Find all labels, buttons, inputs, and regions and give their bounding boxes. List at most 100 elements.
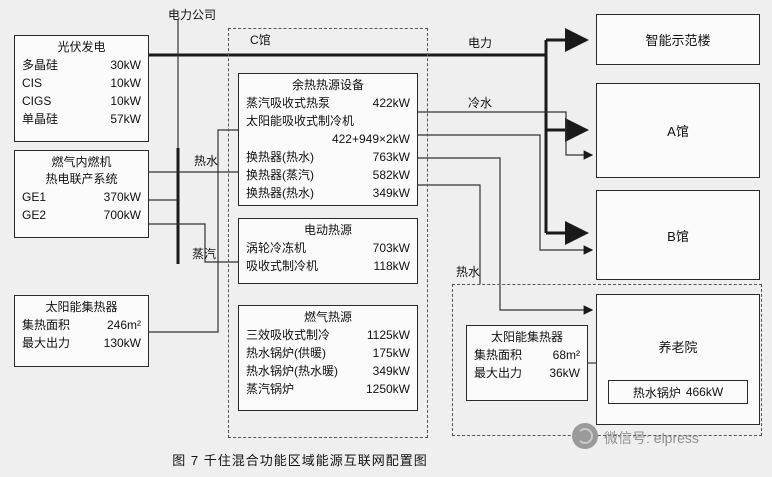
electric-heat-row: 吸收式制冷机 118kW: [239, 257, 417, 275]
item-name: 最大出力: [474, 366, 523, 380]
item-value: 118kW: [373, 259, 410, 273]
item-value: 582kW: [372, 168, 410, 182]
hot-water-zone-dashed-box: [452, 284, 762, 436]
c-hall-label: C馆: [250, 33, 271, 47]
item-value: 130kW: [103, 336, 141, 350]
gas-heat-row: 蒸汽锅炉 1250kW: [239, 380, 417, 398]
item-name: 热水锅炉: [632, 385, 681, 400]
item-value: 68m²: [552, 348, 580, 362]
item-value: 370kW: [103, 190, 141, 204]
item-name: 换热器(热水): [246, 186, 314, 200]
item-name: 热水锅炉(供暖): [246, 346, 326, 360]
item-name: 蒸汽吸收式热泵: [246, 96, 331, 110]
chp-row: GE2 700kW: [15, 206, 148, 224]
pv-row: 单晶硅 57kW: [15, 110, 148, 128]
item-name: 涡轮冷冻机: [246, 241, 307, 255]
chp-row: GE1 370kW: [15, 188, 148, 206]
hot-water-zone-label: 热水: [456, 265, 481, 279]
a-hall-box: A馆: [596, 83, 760, 178]
pv-title: 光伏发电: [57, 40, 106, 54]
gas-heat-row: 热水锅炉(供暖) 175kW: [239, 344, 417, 362]
item-name: 集热面积: [474, 348, 523, 362]
item-value: 36kW: [549, 366, 580, 380]
item-value: 422+949×2kW: [331, 132, 410, 146]
c-hall-dashed-box: [228, 28, 428, 438]
item-value: 246m²: [106, 318, 141, 332]
item-name: 热水锅炉(热水暖): [246, 364, 338, 378]
waste-heat-row: 换热器(蒸汽) 582kW: [239, 166, 417, 184]
solar-right-row: 集热面积 68m²: [467, 346, 587, 364]
pv-row: CIGS 10kW: [15, 92, 148, 110]
item-name: GE1: [22, 190, 47, 204]
item-name: 单晶硅: [22, 112, 59, 126]
item-name: 多晶硅: [22, 58, 59, 72]
electric-heat-source-box: 电动热源 涡轮冷冻机 703kW 吸收式制冷机 118kW: [238, 218, 418, 284]
waste-heat-row: 换热器(热水) 763kW: [239, 148, 417, 166]
chp-title-line1: 燃气内燃机: [51, 155, 112, 169]
item-name: 换热器(蒸汽): [246, 168, 314, 182]
waste-heat-row: 换热器(热水) 349kW: [239, 184, 417, 202]
building-label: B馆: [667, 228, 689, 244]
cold-water-label: 冷水: [468, 96, 493, 110]
waste-heat-row: 422+949×2kW: [239, 130, 417, 148]
solar-right-title: 太阳能集热器: [490, 330, 563, 344]
solar-collector-left-box: 太阳能集热器 集热面积 246m² 最大出力 130kW: [14, 295, 149, 367]
waste-heat-source-box: 余热热源设备 蒸汽吸收式热泵 422kW 太阳能吸收式制冷机 422+949×2k…: [238, 73, 418, 206]
item-name: 换热器(热水): [246, 150, 314, 164]
item-value: 466kW: [685, 385, 724, 399]
item-name: CIGS: [22, 94, 52, 108]
nursing-boiler-box: 热水锅炉 466kW: [608, 380, 748, 404]
item-value: 10kW: [110, 94, 141, 108]
building-label: A馆: [667, 124, 689, 139]
chp-system-box: 燃气内燃机 热电联产系统 GE1 370kW GE2 700kW: [14, 150, 149, 238]
steam-label: 蒸汽: [192, 247, 217, 261]
item-value: 700kW: [103, 208, 141, 222]
watermark-logo-icon: [572, 423, 598, 449]
item-value: 175kW: [372, 346, 410, 360]
hot-water-supply-label: 热水: [194, 154, 219, 168]
gas-heat-title: 燃气热源: [303, 310, 352, 324]
pv-generation-box: 光伏发电 多晶硅 30kW CIS 10kW CIGS 10kW 单晶硅 57kW: [14, 35, 149, 142]
item-name: 蒸汽锅炉: [246, 382, 295, 396]
figure-caption: 图 7 千住混合功能区域能源互联网配置图: [172, 453, 428, 468]
electric-heat-title: 电动热源: [303, 223, 352, 237]
waste-heat-row: 蒸汽吸收式热泵 422kW: [239, 94, 417, 112]
electric-heat-row: 涡轮冷冻机 703kW: [239, 239, 417, 257]
power-company-label: 电力公司: [168, 8, 217, 22]
b-hall-box: B馆: [596, 190, 760, 280]
item-value: 10kW: [110, 76, 141, 90]
item-value: 57kW: [110, 112, 141, 126]
solar-left-row: 集热面积 246m²: [15, 316, 148, 334]
item-value: 1250kW: [365, 382, 410, 396]
solar-left-row: 最大出力 130kW: [15, 334, 148, 352]
watermark-text: 微信号: elpress: [604, 430, 699, 446]
gas-heat-row: 热水锅炉(热水暖)349kW: [239, 362, 417, 380]
pv-row: CIS 10kW: [15, 74, 148, 92]
item-value: 703kW: [372, 241, 410, 255]
item-name: GE2: [22, 208, 47, 222]
solar-left-title: 太阳能集热器: [45, 300, 118, 314]
item-name: 集热面积: [22, 318, 71, 332]
item-name: 吸收式制冷机: [246, 259, 319, 273]
chp-title-line2: 热电联产系统: [45, 172, 118, 186]
building-label: 智能示范楼: [645, 33, 711, 48]
solar-collector-right-box: 太阳能集热器 集热面积 68m² 最大出力 36kW: [466, 325, 588, 401]
item-value: 422kW: [372, 96, 410, 110]
item-value: 763kW: [372, 150, 410, 164]
electricity-label: 电力: [468, 36, 493, 50]
smart-demo-building-box: 智能示范楼: [596, 14, 760, 65]
waste-heat-title: 余热热源设备: [291, 78, 364, 92]
item-name: 最大出力: [22, 336, 71, 350]
item-value: 30kW: [110, 58, 141, 72]
item-name: 太阳能吸收式制冷机: [246, 114, 355, 128]
item-value: 349kW: [372, 186, 410, 200]
nursing-home-box: 养老院 热水锅炉 466kW: [596, 294, 760, 425]
item-name: CIS: [22, 76, 43, 90]
pv-row: 多晶硅 30kW: [15, 56, 148, 74]
item-name: 三效吸收式制冷: [246, 328, 331, 342]
waste-heat-row: 太阳能吸收式制冷机: [239, 112, 417, 130]
